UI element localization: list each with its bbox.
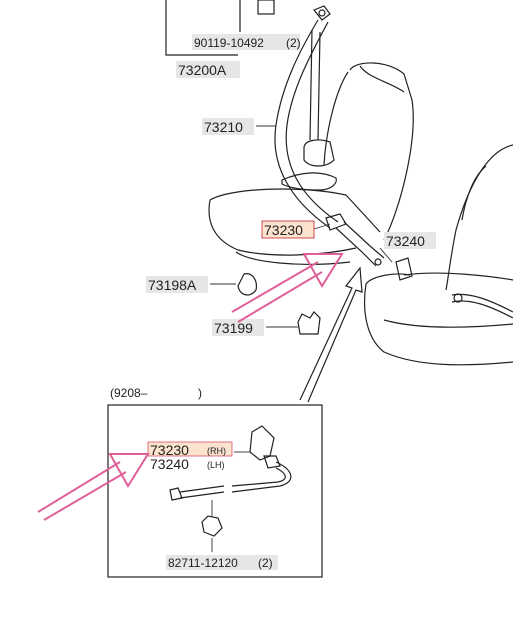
inset-panel: (9208– ) 73230 (RH) 73240 (LH) 82711-121… [107, 386, 323, 578]
inset-label-bg-82711 [166, 555, 278, 570]
inset-label-bg-73230 [147, 441, 233, 457]
bracket-73199 [297, 311, 321, 335]
inset-label-82711: 82711-12120 [168, 556, 238, 570]
rear-seat [363, 144, 513, 366]
label-90119-qty: (2) [286, 36, 301, 50]
inset-label-73240-side: (LH) [207, 460, 225, 470]
retractor [281, 139, 337, 191]
label-bg-73210 [202, 118, 254, 135]
label-73200a: 73200A [178, 62, 227, 78]
label-73198a: 73198A [148, 277, 197, 293]
inset-label-73230-side: (RH) [207, 446, 226, 456]
highlight-arrow-bottom [37, 453, 150, 521]
label-73199: 73199 [214, 320, 253, 336]
leader-lines [210, 125, 393, 328]
inset-label-82711-qty: (2) [258, 556, 273, 570]
shoulder-anchor [313, 5, 331, 21]
label-bg-73230 [261, 220, 315, 239]
highlight-arrow-top [231, 253, 344, 323]
label-73210: 73210 [204, 119, 243, 135]
inset-date-label: (9208– [110, 386, 148, 400]
seat-belt-webbing [274, 19, 339, 229]
inset-buckle-assembly [169, 425, 292, 552]
label-bg-73199 [212, 319, 264, 336]
inset-label-73230: 73230 [150, 442, 189, 458]
buckle-73230 [325, 213, 385, 267]
inset-date-close: ) [198, 386, 202, 400]
label-bg-73240 [384, 232, 436, 249]
top-bracket-frame [165, 0, 275, 56]
label-bg-90119 [192, 34, 300, 50]
label-73240: 73240 [386, 233, 425, 249]
label-90119: 90119-10492 [194, 36, 264, 50]
label-bg-73198a [146, 276, 208, 293]
label-73230: 73230 [264, 222, 303, 238]
inset-pointer-arrow [299, 266, 363, 403]
inset-label-73240: 73240 [150, 456, 189, 472]
label-bg-73200a [176, 61, 240, 78]
bracket-73198a [237, 273, 257, 296]
